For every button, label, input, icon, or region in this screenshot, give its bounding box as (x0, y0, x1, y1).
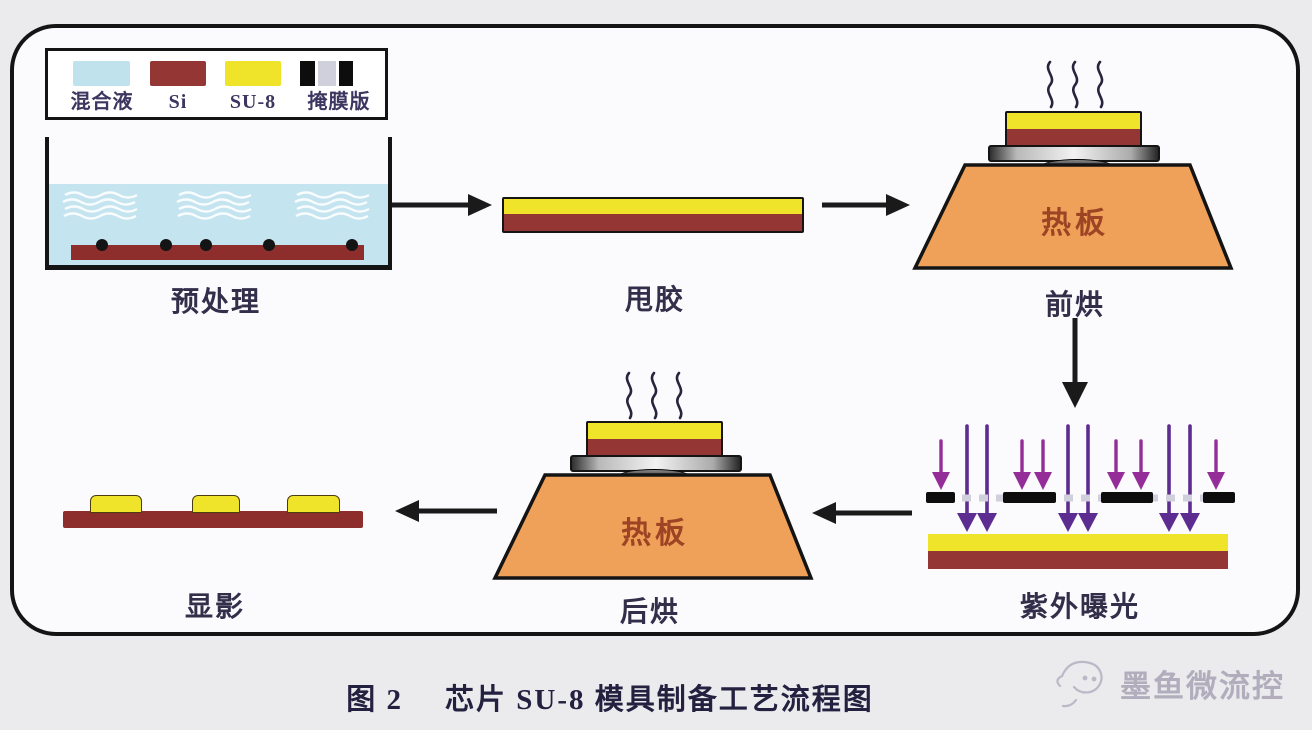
legend-label-si: Si (168, 91, 188, 113)
si-substrate (71, 245, 364, 260)
liquid-waves-icon (62, 191, 370, 220)
su8-feature (287, 495, 340, 513)
su8-feature (90, 495, 142, 513)
si-layer (588, 439, 721, 456)
legend-swatch-mask (300, 61, 353, 86)
su8-layer (588, 423, 721, 439)
prebake-wafer (1005, 111, 1142, 148)
mask-opaque-segment (300, 61, 315, 86)
particle-dot (263, 239, 275, 251)
mask-opaque-segments (926, 492, 1235, 503)
hotplate-label: 热板 (621, 517, 689, 550)
su8-layer (1007, 113, 1140, 129)
watermark: 墨鱼微流控 (1052, 654, 1285, 712)
step-label-pretreat: 预处理 (170, 287, 261, 318)
arrow-left-icon (395, 500, 497, 522)
particle-dot (160, 239, 172, 251)
arrow-right-icon (392, 194, 492, 216)
heat-waves-icon (1046, 60, 1104, 109)
su8-layer (928, 534, 1228, 551)
legend-swatch-si (150, 61, 206, 86)
pretreat-beaker (45, 137, 392, 270)
spincoat-wafer (502, 197, 804, 233)
figure-title: 芯片 SU-8 模具制备工艺流程图 (445, 684, 874, 716)
uv-short-rays (932, 439, 1225, 490)
arrow-left-icon (812, 502, 912, 524)
hotplate-body (492, 473, 814, 580)
legend-label-mask: 掩膜版 (307, 91, 371, 113)
su8-feature (192, 495, 240, 513)
legend-box: 混合液 Si SU-8 掩膜版 (45, 48, 388, 120)
mask-clear-segment (318, 61, 336, 86)
arrow-right-icon (822, 194, 910, 216)
particle-dot (346, 239, 358, 251)
figure-caption: 图 2 芯片 SU-8 模具制备工艺流程图 (300, 676, 920, 718)
particle-dot (200, 239, 212, 251)
si-layer (928, 551, 1228, 569)
legend-swatch-mixture (73, 61, 130, 86)
uv-long-rays (957, 424, 1200, 532)
hotplate-body (912, 163, 1234, 270)
squid-logo-icon (1056, 660, 1103, 708)
hotplate-label: 热板 (1041, 207, 1109, 240)
step-label-develop: 显影 (184, 592, 245, 623)
si-layer (504, 214, 802, 231)
step-label-uv: 紫外曝光 (1019, 592, 1140, 623)
uv-exposure-graphic (926, 424, 1235, 569)
step-label-spincoat: 甩胶 (624, 285, 685, 316)
si-layer (1007, 129, 1140, 146)
si-substrate (63, 511, 363, 528)
figure-number: 图 2 (346, 684, 404, 716)
heat-waves-icon (625, 371, 683, 420)
mask-opaque-segment (339, 61, 353, 86)
legend-swatch-su8 (225, 61, 281, 86)
step-label-postbake: 后烘 (619, 597, 680, 628)
su8-layer (504, 199, 802, 214)
step-label-prebake: 前烘 (1044, 290, 1105, 321)
legend-label-mixture: 混合液 (70, 91, 134, 113)
particle-dot (96, 239, 108, 251)
watermark-text: 墨鱼微流控 (1120, 668, 1285, 704)
postbake-wafer (586, 421, 723, 458)
arrow-down-icon (1062, 318, 1088, 408)
legend-label-su8: SU-8 (229, 91, 277, 113)
